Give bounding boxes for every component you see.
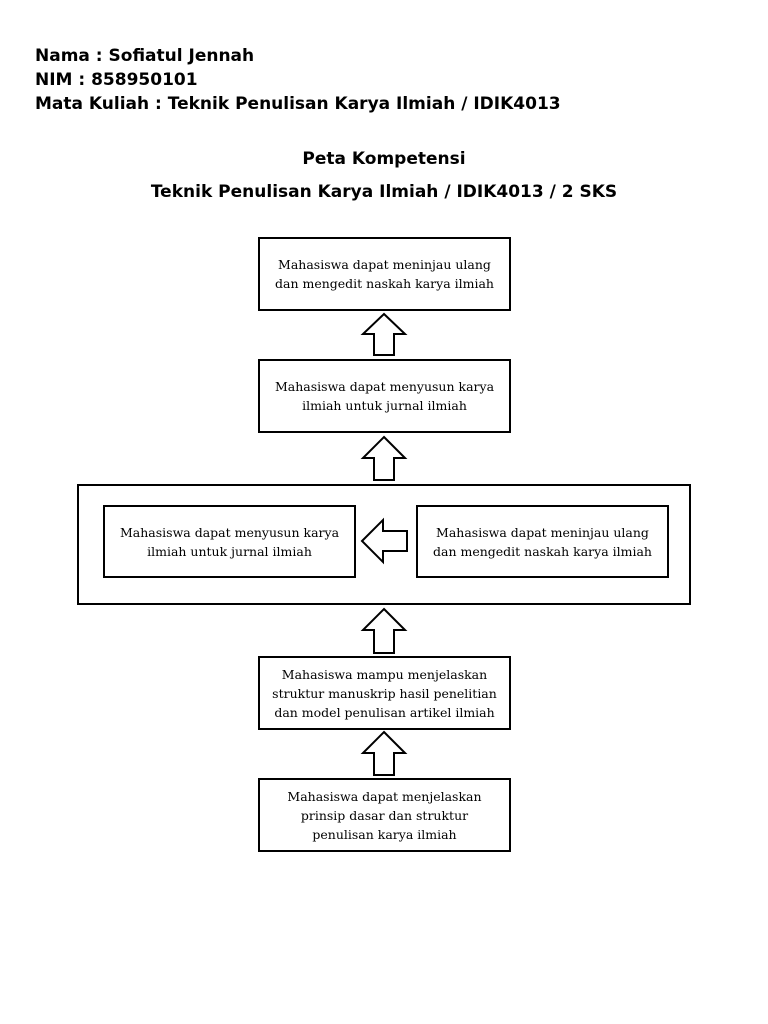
competency-box-second: Mahasiswa dapat menyusun karya ilmiah un…	[258, 359, 511, 433]
arrow-up-icon	[360, 312, 408, 356]
competency-box-fourth: Mahasiswa mampu menjelaskan struktur man…	[258, 656, 511, 730]
competency-group	[77, 484, 691, 605]
arrow-up-icon	[360, 607, 408, 654]
diagram-subtitle: Teknik Penulisan Karya Ilmiah / IDIK4013…	[150, 182, 618, 202]
diagram-title: Peta Kompetensi	[302, 149, 466, 169]
arrow-up-icon	[360, 435, 408, 481]
box-text: Mahasiswa dapat meninjau ulang	[436, 524, 649, 540]
box-text: dan mengedit naskah karya ilmiah	[275, 276, 494, 291]
box-text: Mahasiswa dapat menyusun karya	[274, 379, 495, 394]
competency-box-top: Mahasiswa dapat meninjau ulang dan menge…	[258, 237, 511, 311]
competency-box-bottom: Mahasiswa dapat menjelaskan prinsip dasa…	[258, 778, 511, 852]
competency-box-group-left: Mahasiswa dapat menyusun karya ilmiah un…	[103, 505, 356, 578]
student-nim: NIM : 858950101	[35, 70, 198, 90]
box-text: dan model penulisan artikel ilmiah	[274, 704, 495, 720]
box-text: ilmiah untuk jurnal ilmiah	[302, 398, 467, 413]
box-text: penulisan karya ilmiah	[312, 826, 457, 842]
course-name: Mata Kuliah : Teknik Penulisan Karya Ilm…	[35, 94, 561, 114]
box-text: ilmiah untuk jurnal ilmiah	[147, 543, 312, 559]
box-text: Mahasiswa dapat menyusun karya	[119, 524, 340, 540]
student-info: Nama : Sofiatul Jennah NIM : 858950101 M…	[35, 44, 561, 116]
arrow-up-icon	[360, 730, 408, 776]
competency-box-group-right: Mahasiswa dapat meninjau ulang dan menge…	[416, 505, 669, 578]
arrow-left-icon	[360, 517, 408, 565]
box-text: dan mengedit naskah karya ilmiah	[433, 543, 652, 559]
box-text: Mahasiswa dapat menjelaskan	[287, 788, 482, 804]
box-text: Mahasiswa dapat meninjau ulang	[278, 257, 491, 272]
student-name: Nama : Sofiatul Jennah	[35, 46, 255, 66]
box-text: struktur manuskrip hasil penelitian	[272, 685, 497, 701]
box-text: prinsip dasar dan struktur	[300, 807, 469, 823]
box-text: Mahasiswa mampu menjelaskan	[281, 666, 488, 682]
